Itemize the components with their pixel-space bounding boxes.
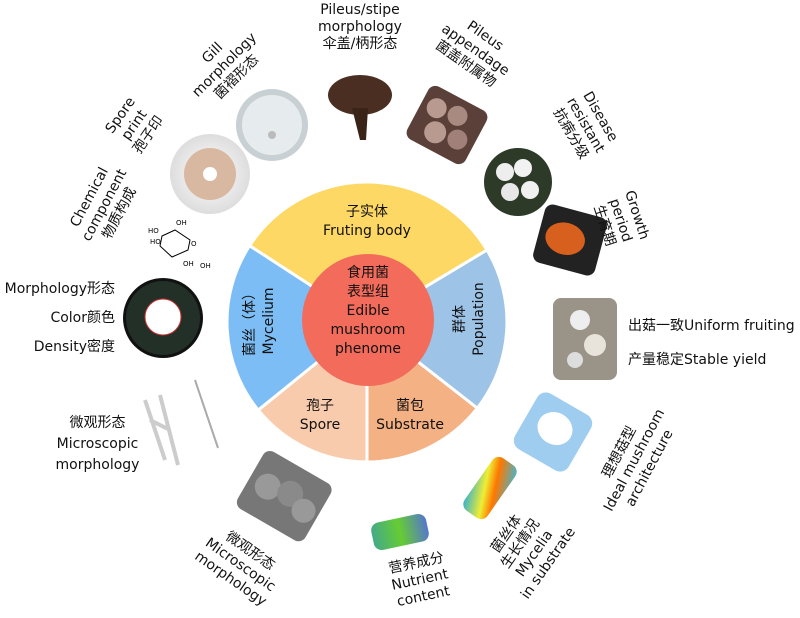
spore-zh: 孢子 (306, 398, 334, 414)
svg-text:OH: OH (183, 260, 194, 268)
mycelium-label: 菌丝（体）Mycelium (241, 261, 279, 381)
stable-yield-label: 产量稳定Stable yield (628, 352, 767, 368)
svg-text:HO: HO (148, 227, 159, 235)
glucose-structure: HO HO OH OH OH O (148, 219, 211, 270)
center-zh-2: 表型组 (347, 284, 389, 300)
text: 微观形态 (69, 415, 126, 431)
substrate-en: Substrate (376, 417, 444, 433)
center-en-2: mushroom (330, 322, 406, 338)
text: Pileus/stipe (320, 2, 400, 18)
fruiting-body-label: 子实体 Fruting body (317, 203, 417, 241)
svg-text:OH: OH (176, 219, 187, 227)
center-en-1: Edible (346, 303, 390, 319)
pileus-stipe-photo (328, 75, 392, 140)
ideal-architecture-photo (513, 392, 593, 472)
fruiting-body-en: Fruting body (323, 223, 411, 239)
center-en-3: phenome (334, 341, 402, 357)
segment-fruiting-body (247, 180, 490, 324)
pileus-appendage-photo (406, 85, 488, 165)
mycelium-micro-label: 微观形态 Microscopic morphology (45, 413, 150, 476)
svg-text:OH: OH (200, 262, 211, 270)
growth-period-photo (533, 204, 607, 276)
text: morphology (55, 457, 140, 473)
center-circle (302, 254, 434, 386)
spore-print-photo (170, 134, 250, 214)
morphology-label: Morphology形态 (4, 281, 115, 297)
uniform-fruiting-label: 出菇一致Uniform fruiting (628, 318, 795, 334)
svg-text:HO: HO (150, 238, 161, 246)
spore-micro-photo (236, 450, 332, 542)
population-photo (553, 298, 617, 380)
disease-resistant-photo (484, 148, 552, 216)
center-zh-1: 食用菌 (347, 265, 389, 281)
substrate-label: 菌包 Substrate (370, 397, 450, 435)
spore-en: Spore (299, 417, 341, 433)
population-en: Population (471, 282, 487, 356)
segment-mycelium (225, 243, 370, 413)
svg-text:O: O (191, 240, 197, 248)
segment-population (364, 247, 509, 411)
color-label: Color颜色 (50, 310, 115, 326)
gill-photo (236, 89, 308, 161)
mycelium-zh: 菌丝（体） (242, 286, 258, 356)
text: 伞盖/柄形态 (322, 36, 398, 52)
text: Microscopic (56, 436, 139, 452)
mycelium-plate-photo (123, 278, 203, 358)
text: morphology (318, 19, 402, 35)
mycelium-micro-photo (143, 379, 219, 466)
substrate-zh: 菌包 (396, 398, 424, 414)
mycelium-en: Mycelium (261, 287, 277, 355)
mycelia-substrate-photo (463, 456, 517, 520)
spore-label: 孢子 Spore (290, 397, 350, 435)
density-label: Density密度 (33, 339, 115, 355)
fruiting-body-zh: 子实体 (346, 204, 388, 220)
center-label: 食用菌表型组 Edible mushroom phenome (318, 264, 418, 359)
population-zh: 群体 (452, 305, 468, 333)
nutrient-photo (371, 513, 429, 551)
